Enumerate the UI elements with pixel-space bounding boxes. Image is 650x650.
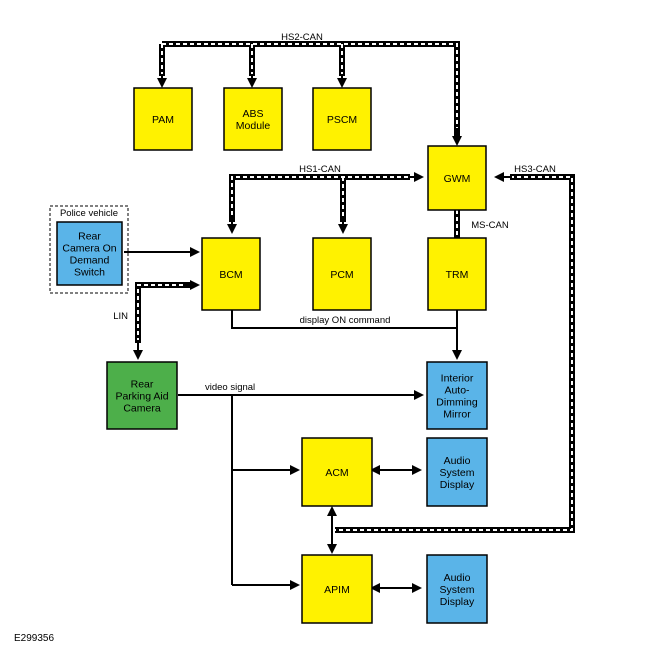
acm-module: ACM <box>301 437 373 507</box>
figure-id: E299356 <box>14 633 54 644</box>
switch-label-line: Demand <box>70 255 110 267</box>
pam-module: PAM <box>133 87 193 151</box>
gwm-box <box>427 145 487 211</box>
bcm-module: BCM <box>201 237 261 311</box>
mirror-label-line: Interior <box>441 373 474 385</box>
switch-label-line: Camera On <box>62 243 116 255</box>
lin-label: LIN <box>113 311 128 322</box>
police-vehicle-label: Police vehicle <box>60 208 118 219</box>
abs-box <box>223 87 283 151</box>
hs1-can-bus <box>227 172 424 234</box>
acm-label-line: ACM <box>325 467 348 479</box>
hs3-can-bus <box>335 172 575 533</box>
mirror-label-line: Mirror <box>443 409 471 421</box>
mirror-label-line: Auto- <box>444 385 470 397</box>
camera-label-line: Parking Aid <box>115 391 168 403</box>
display-on-command-label: display ON command <box>300 315 391 326</box>
camera-box <box>106 361 178 430</box>
audio2-label-line: Display <box>440 596 475 608</box>
camera-label-line: Camera <box>123 403 161 415</box>
switch-box <box>56 221 123 286</box>
gwm-module: GWM <box>427 145 487 211</box>
pam-box <box>133 87 193 151</box>
audio2-label-line: System <box>439 584 474 596</box>
gwm-label-line: GWM <box>444 173 471 185</box>
pam-label-line: PAM <box>152 114 174 126</box>
audio1-label-line: Audio <box>444 455 471 467</box>
switch-label-line: Switch <box>74 267 105 279</box>
trm-label-line: TRM <box>446 269 469 281</box>
pscm-label-line: PSCM <box>327 114 357 126</box>
switch-label-line: Rear <box>78 231 101 243</box>
mirror-box <box>426 361 488 430</box>
lin-bus <box>133 280 200 360</box>
audio1-box <box>426 437 488 507</box>
camera-label-line: Rear <box>131 379 154 391</box>
apim-label-line: APIM <box>324 584 350 596</box>
abs-label-line: Module <box>236 120 271 132</box>
video-signal-label: video signal <box>205 382 255 393</box>
pscm-box <box>312 87 372 151</box>
pcm-module: PCM <box>312 237 372 311</box>
bcm-label-line: BCM <box>219 269 242 281</box>
trm-module: TRM <box>427 237 487 311</box>
audio1-label-line: System <box>439 467 474 479</box>
police-vehicle-frame <box>49 205 129 294</box>
bcm-box <box>201 237 261 311</box>
hs2-can-label: HS2-CAN <box>281 32 323 43</box>
display-on-command-line <box>231 310 462 360</box>
acm-box <box>301 437 373 507</box>
audio2-box <box>426 554 488 624</box>
apim-module: APIM <box>301 554 373 624</box>
pcm-label-line: PCM <box>330 269 353 281</box>
abs-label-line: ABS <box>242 108 263 120</box>
hs2-can-bus <box>157 41 462 146</box>
signal-lines <box>124 247 462 593</box>
ms-can-label: MS-CAN <box>471 220 509 231</box>
apim-box <box>301 554 373 624</box>
hs3-can-label: HS3-CAN <box>514 164 556 175</box>
audio2-label-line: Audio <box>444 572 471 584</box>
pcm-box <box>312 237 372 311</box>
trm-box <box>427 237 487 311</box>
pscm-module: PSCM <box>312 87 372 151</box>
audio1-label-line: Display <box>440 479 475 491</box>
hs1-can-label: HS1-CAN <box>299 164 341 175</box>
mirror-label-line: Dimming <box>436 397 478 409</box>
